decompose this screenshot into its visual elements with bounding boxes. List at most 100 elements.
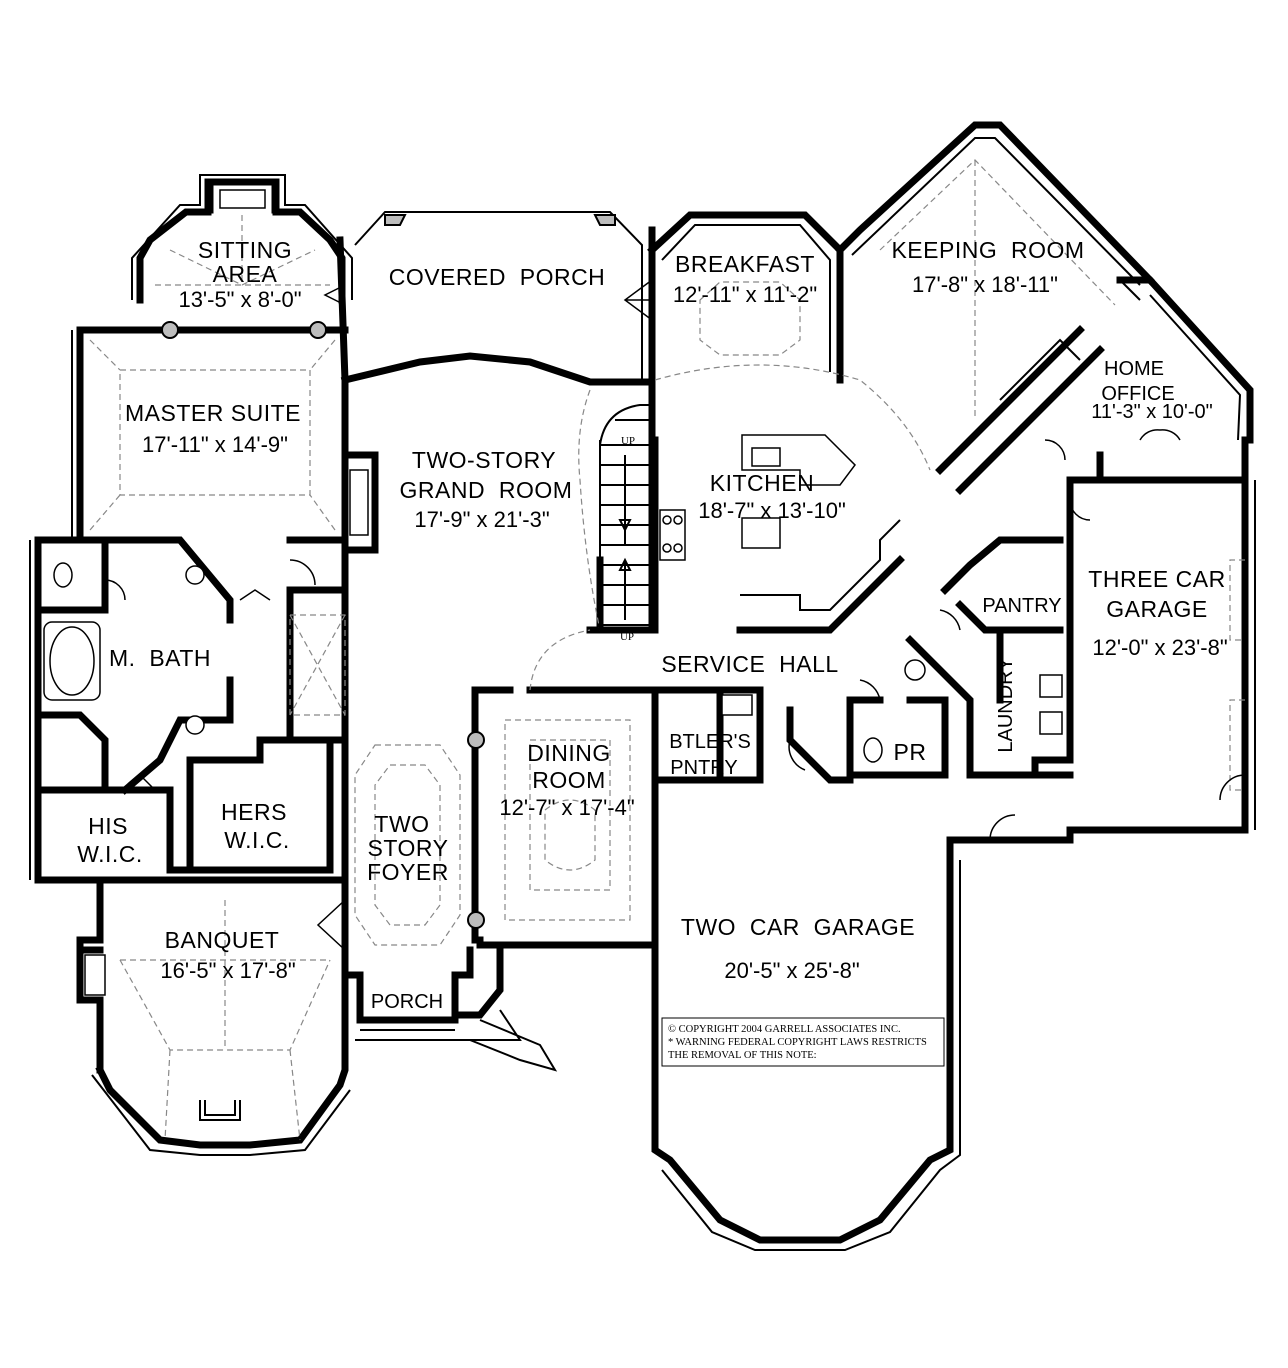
kitchen-name: KITCHEN [710, 470, 814, 496]
his-wic-name-2: W.I.C. [77, 841, 143, 867]
sitting-hearth [219, 189, 266, 209]
kitchen-sink [751, 447, 781, 467]
kitchen-east-wall [736, 555, 905, 634]
bath-west-wall [34, 536, 109, 794]
front-porch-wall [341, 946, 474, 1024]
stair-arrow-down [618, 519, 632, 533]
garage-door-lines [1229, 559, 1245, 791]
keeping-room-wall [835, 121, 1155, 285]
dining-room-size: 12'-7" x 17'-4" [499, 795, 634, 820]
front-steps [355, 1009, 558, 1072]
range-burner-4 [673, 543, 683, 553]
grand-room-size: 17'-9" x 21'-3" [414, 507, 549, 532]
porch-name: PORCH [371, 991, 443, 1013]
office-door [1139, 429, 1181, 441]
master-sink-1 [185, 565, 205, 585]
office-side-door [1044, 439, 1066, 461]
dryer [1039, 711, 1063, 735]
master-tray [89, 339, 336, 531]
powder-room-name: PR [894, 739, 927, 765]
closet-wall [34, 736, 334, 874]
powder-room-wall [846, 696, 949, 779]
two-car-garage-wall [651, 776, 954, 1244]
butler-wall [716, 686, 854, 784]
stair-wall [596, 436, 659, 634]
grand-room-name-2: GRAND ROOM [400, 477, 573, 503]
powder-door [859, 679, 881, 701]
bathtub-basin [49, 626, 95, 696]
breakfast-name: BREAKFAST [675, 251, 815, 277]
sitting-fireplace [206, 181, 279, 214]
range-burner-1 [662, 515, 672, 525]
foyer-name-1: TWO [374, 811, 429, 837]
range-burner-3 [662, 543, 672, 553]
sitting-area-size: 13'-5" x 8'-0" [178, 287, 301, 312]
ceiling-lines [89, 159, 1245, 1141]
banquet-name: BANQUET [165, 927, 280, 953]
wc-door [104, 579, 126, 601]
office-inner-line [1149, 294, 1242, 441]
breakfast-door [623, 279, 653, 321]
column-sitting-west [161, 321, 179, 339]
dining-room-name-2: ROOM [532, 767, 606, 793]
banquet-bay-wall [95, 956, 349, 1149]
keeping-office-wall [935, 325, 1105, 495]
kitchen-counter [740, 519, 901, 611]
columns [161, 214, 616, 929]
master-toilet [53, 562, 73, 588]
butlers-pantry-name-1: BTLER'S [669, 731, 751, 753]
office-south-wall [1066, 451, 1249, 484]
garage-outer-line [661, 860, 961, 1251]
butlers-pantry-name-2: PNTRY [670, 757, 737, 779]
three-car-west-wall [1031, 476, 1074, 779]
keeping-room-size: 17'-8" x 18'-11" [912, 272, 1058, 297]
banquet-hearth [84, 954, 106, 996]
copyright-box [661, 1017, 945, 1067]
porch-column-east [593, 214, 616, 226]
three-car-side-door [1219, 774, 1246, 801]
dining-east-wall [651, 686, 764, 784]
breakfast-bay-wall [647, 211, 844, 384]
grand-room-north-wall [340, 352, 654, 386]
stair-curve [578, 389, 601, 631]
hers-wic-name-2: W.I.C. [224, 827, 290, 853]
column-dining-north [467, 731, 485, 749]
master-bath-door [239, 589, 271, 601]
pantry-door [939, 609, 961, 631]
copyright-line-3: THE REMOVAL OF THIS NOTE: [668, 1050, 817, 1061]
banquet-window-seat [199, 1100, 241, 1121]
two-car-garage-name: TWO CAR GARAGE [681, 914, 915, 940]
stair-winder [599, 404, 655, 446]
three-car-garage-name-1: THREE CAR [1088, 566, 1225, 592]
master-suite-size: 17'-11" x 14'-9" [142, 432, 288, 457]
sitting-outer-line [131, 174, 353, 300]
laundry-name: LAUNDRY [995, 657, 1017, 752]
porch-column-west [384, 214, 407, 226]
doors [104, 279, 1246, 951]
kitchen-size: 18'-7" x 13'-10" [698, 498, 846, 523]
three-car-garage-east-wall [946, 476, 1249, 864]
covered-porch-name: COVERED PORCH [389, 264, 606, 290]
dining-table [544, 799, 596, 871]
kitchen-arc [654, 364, 931, 471]
office-closet-line [999, 279, 1141, 401]
dining-tray [504, 719, 631, 921]
grand-room-west-wall [336, 236, 349, 964]
stair-up-label-bottom: UP [620, 631, 634, 643]
foyer-name-3: FOYER [367, 859, 449, 885]
service-arc [529, 629, 591, 691]
breakfast-inner-line [661, 224, 831, 372]
banquet-size: 16'-5" x 17'-8" [160, 958, 295, 983]
dining-south-wall [471, 936, 659, 949]
fireplace-grand [341, 451, 379, 554]
staircase [599, 404, 655, 630]
two-car-garage-size: 20'-5" x 25'-8" [724, 958, 859, 983]
master-closet-door [124, 773, 156, 791]
copyright-note: © COPYRIGHT 2004 GARRELL ASSOCIATES INC.… [661, 1017, 945, 1067]
his-wic-name-1: HIS [88, 813, 128, 839]
fireplace-banquet [76, 946, 104, 1004]
sitting-area-name-2: AREA [213, 261, 278, 287]
laundry-wall [905, 626, 1039, 779]
laundry-door [1069, 499, 1091, 521]
breakfast-tray [699, 281, 801, 356]
